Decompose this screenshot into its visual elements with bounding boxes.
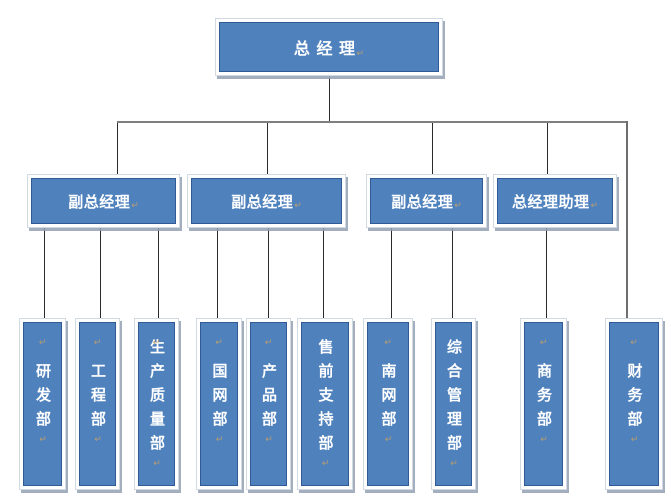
- paragraph-mark-icon: ↵: [214, 435, 225, 445]
- connector-drop-engineering: [100, 228, 101, 319]
- node-deputy-gm-2[interactable]: 副总经理↵: [187, 174, 346, 228]
- paragraph-mark-icon: ↵: [152, 459, 162, 469]
- connector-drop-quality: [158, 228, 159, 319]
- node-dept-state-grid[interactable]: ↵ 国网部↵: [196, 318, 242, 490]
- connector-main-horizontal: [117, 121, 628, 123]
- paragraph-mark-icon: ↵: [264, 435, 274, 445]
- node-label: 总经理助理: [511, 192, 590, 211]
- node-label: 研发部: [34, 363, 52, 435]
- node-label: 财务部: [625, 363, 644, 435]
- node-label: 生产质量部: [148, 339, 166, 459]
- paragraph-mark-icon: ↵: [131, 201, 139, 211]
- paragraph-mark-icon: ↵: [383, 435, 394, 445]
- paragraph-mark-icon: ↵: [38, 435, 48, 445]
- node-dept-rd[interactable]: ↵ 研发部↵: [19, 318, 66, 490]
- node-label: 副总经理: [68, 192, 131, 211]
- node-dept-southern-grid[interactable]: ↵ 南网部↵: [363, 318, 413, 490]
- node-label: 综合管理部: [445, 339, 463, 459]
- connector-drop-assistant: [547, 123, 548, 175]
- paragraph-mark-icon: ↵: [630, 338, 638, 348]
- node-dept-general-admin[interactable]: 综合管理部↵: [431, 318, 476, 490]
- connector-drop-southgrid: [391, 228, 392, 319]
- connector-drop-finance: [626, 121, 628, 321]
- paragraph-mark-icon: ↵: [264, 338, 273, 348]
- connector-drop-deputy-1: [117, 123, 118, 175]
- paragraph-mark-icon: ↵: [294, 201, 302, 211]
- paragraph-mark-icon: ↵: [539, 435, 549, 445]
- paragraph-mark-icon: ↵: [215, 338, 223, 348]
- paragraph-mark-icon: ↵: [93, 338, 102, 348]
- node-label: 副总经理: [391, 192, 454, 211]
- paragraph-mark-icon: ↵: [539, 338, 548, 348]
- connector-drop-business: [546, 228, 547, 319]
- paragraph-mark-icon: ↵: [590, 201, 599, 211]
- node-label: 商务部: [535, 363, 553, 435]
- node-dept-business[interactable]: ↵ 商务部↵: [520, 318, 567, 490]
- connector-drop-presales: [323, 228, 324, 319]
- connector-drop-admin: [452, 228, 453, 319]
- paragraph-mark-icon: ↵: [384, 338, 392, 348]
- paragraph-mark-icon: ↵: [449, 459, 459, 469]
- connector-root-stem: [329, 77, 330, 122]
- connector-drop-rd: [44, 228, 45, 319]
- connector-drop-deputy-3: [432, 123, 433, 175]
- node-label: 总 经 理: [293, 39, 356, 58]
- connector-drop-product: [268, 228, 269, 319]
- node-dept-presales-support[interactable]: 售前支持部↵: [297, 318, 353, 490]
- node-label: 国网部: [210, 363, 229, 435]
- connector-drop-stategrid: [217, 228, 218, 319]
- connector-drop-deputy-2: [267, 123, 268, 175]
- node-label: 产品部: [260, 363, 278, 435]
- node-dept-product[interactable]: ↵ 产品部↵: [246, 318, 291, 490]
- paragraph-mark-icon: ↵: [454, 201, 462, 211]
- node-deputy-gm-1[interactable]: 副总经理↵: [27, 174, 180, 228]
- node-label: 副总经理: [231, 192, 294, 211]
- node-general-manager[interactable]: 总 经 理↵: [215, 18, 443, 76]
- paragraph-mark-icon: ↵: [93, 435, 103, 445]
- node-label: 南网部: [379, 363, 398, 435]
- node-dept-production-quality[interactable]: ↵ 生产质量部↵: [134, 318, 179, 490]
- paragraph-mark-icon: ↵: [38, 338, 47, 348]
- paragraph-mark-icon: ↵: [629, 435, 640, 445]
- node-gm-assistant[interactable]: 总经理助理↵: [493, 174, 617, 228]
- node-label: 工程部: [89, 363, 107, 435]
- paragraph-mark-icon: ↵: [356, 49, 365, 59]
- node-dept-engineering[interactable]: ↵ 工程部↵: [75, 318, 120, 490]
- node-label: 售前支持部: [316, 339, 335, 459]
- node-dept-finance[interactable]: ↵ 财务部↵: [605, 318, 663, 490]
- paragraph-mark-icon: ↵: [320, 459, 331, 469]
- paragraph-mark-icon: ↵: [152, 338, 161, 348]
- node-deputy-gm-3[interactable]: 副总经理↵: [366, 174, 487, 228]
